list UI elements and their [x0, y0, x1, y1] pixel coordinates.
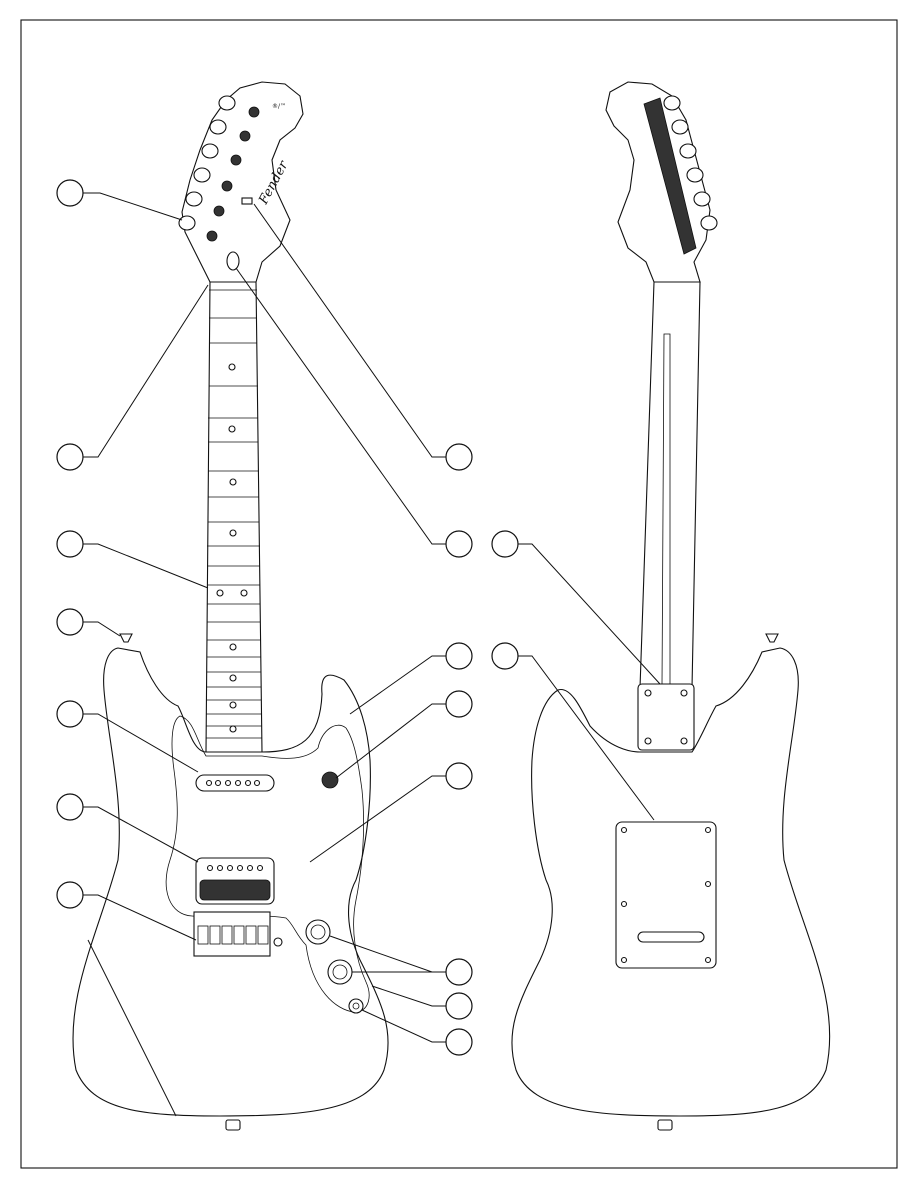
front-tuner-keys [178, 95, 236, 231]
callout-strap-button[interactable] [56, 608, 84, 636]
callout-control-plate[interactable] [445, 992, 473, 1020]
pickup-selector [321, 771, 339, 789]
bridge-saddles [197, 925, 269, 945]
back-view-guitar [511, 81, 831, 1131]
output-jack [348, 998, 364, 1014]
neck-plate [637, 683, 695, 751]
callout-knobs[interactable] [445, 958, 473, 986]
bridge-screw [273, 937, 283, 947]
frets [206, 317, 262, 739]
callout-tuners[interactable] [56, 179, 84, 207]
callout-bridge-pickup[interactable] [56, 793, 84, 821]
callout-truss-rod[interactable] [445, 530, 473, 558]
callout-string-tree[interactable] [445, 443, 473, 471]
single-coil-poles [205, 779, 261, 787]
truss-rod-adjust [226, 251, 240, 271]
callout-tremolo-cover[interactable] [491, 642, 519, 670]
back-plate-slot [637, 931, 705, 943]
callout-nut[interactable] [56, 443, 84, 471]
callout-bridge[interactable] [56, 881, 84, 909]
callout-neck-pickup[interactable] [56, 700, 84, 728]
front-view-guitar: Fender ®/™ [72, 81, 389, 1131]
callout-neck-plate[interactable] [491, 530, 519, 558]
callouts [56, 179, 661, 1117]
back-plate-screws [620, 826, 712, 964]
body-edge-leader [87, 939, 177, 1117]
back-tuner-strip [643, 97, 697, 255]
page-border [20, 19, 898, 1169]
humbucker-poles [206, 864, 264, 872]
front-neck [205, 281, 263, 753]
neck-plate-screws [644, 689, 688, 745]
back-strap-button-bottom [657, 1119, 673, 1131]
trademark-mark: ®/™ [272, 103, 286, 110]
tone-knob [327, 959, 353, 985]
front-tuner-posts [206, 106, 260, 242]
callout-fretboard[interactable] [56, 530, 84, 558]
volume-knob [305, 919, 331, 945]
fret-markers [216, 363, 248, 733]
string-tree [241, 197, 253, 205]
pickguard [165, 715, 370, 1013]
humbucker-coil [199, 879, 271, 901]
back-body [511, 647, 831, 1117]
callout-switch[interactable] [445, 690, 473, 718]
front-body [72, 647, 389, 1117]
back-tuner-keys [663, 95, 718, 231]
callout-pickguard-screw[interactable] [445, 762, 473, 790]
back-plate [615, 821, 717, 969]
strap-button-bottom [225, 1119, 241, 1131]
strap-button [119, 633, 133, 643]
callout-output-jack[interactable] [445, 1028, 473, 1056]
callout-body[interactable] [445, 642, 473, 670]
back-strap-button [765, 633, 779, 643]
